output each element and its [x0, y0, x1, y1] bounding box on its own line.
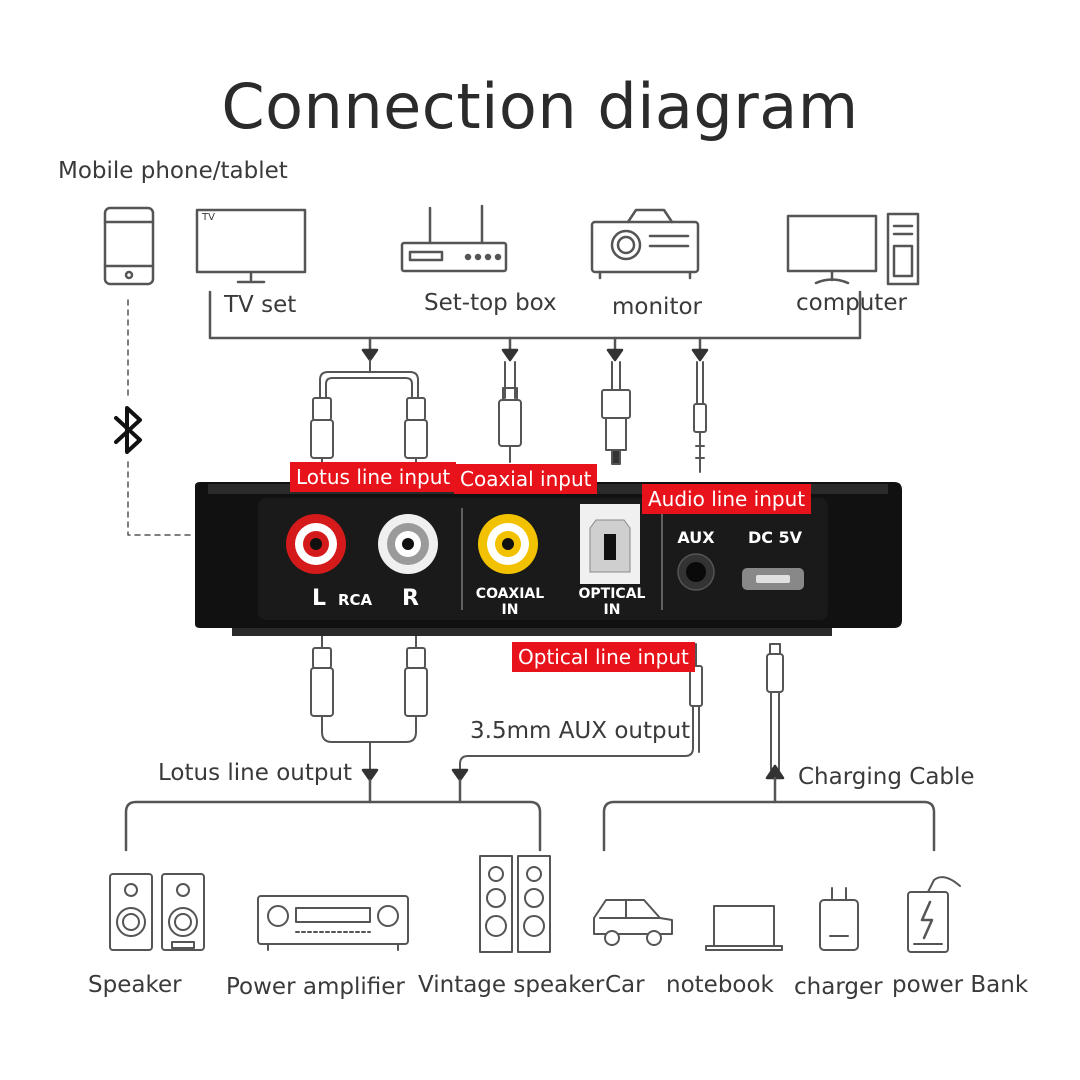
computer-icon — [786, 212, 920, 286]
rca-input-cable — [310, 359, 428, 469]
aux-input-cable — [693, 361, 707, 473]
charging-cable-label: Charging Cable — [798, 764, 975, 790]
rca-right-port — [378, 514, 438, 574]
usb-charging-cable — [766, 643, 784, 771]
notebook-icon — [705, 905, 783, 951]
power-amplifier-icon — [257, 895, 409, 951]
rca-l-label: L — [312, 586, 327, 611]
tv-label: TV set — [224, 292, 297, 318]
lotus-output-label: Lotus line output — [158, 760, 353, 786]
tv-screen-text: TV — [202, 212, 215, 223]
car-label: Car — [605, 972, 645, 998]
arrow-to-aux — [691, 336, 709, 362]
bluetooth-icon — [114, 406, 142, 454]
computer-label: computer — [796, 290, 907, 316]
set-top-box-icon — [400, 204, 508, 273]
power-bank-label: power Bank — [892, 972, 1029, 998]
car-icon — [593, 899, 673, 946]
dc-port — [742, 568, 804, 590]
coaxial-port — [478, 514, 538, 574]
arrow-to-coaxial — [501, 336, 519, 362]
settop-label: Set-top box — [424, 290, 557, 316]
charger-label: charger — [794, 974, 883, 1000]
arrow-to-optical — [606, 336, 624, 362]
aux-port — [677, 553, 715, 591]
audio-input-tag: Audio line input — [642, 484, 812, 514]
page-title: Connection diagram — [221, 70, 859, 143]
tv-icon — [195, 208, 307, 284]
speaker-label: Speaker — [88, 972, 182, 998]
aux-output-label: 3.5mm AUX output — [470, 718, 691, 744]
vintage-speaker-icon — [479, 855, 551, 953]
optical-panel-label: OPTICAL — [578, 586, 646, 602]
mobile-label: Mobile phone/tablet — [58, 158, 288, 184]
coaxial-panel-label: COAXIAL — [475, 586, 545, 602]
power-bank-icon — [907, 876, 961, 953]
coaxial-input-cable — [498, 361, 522, 463]
optical-port — [580, 504, 640, 584]
coaxial-input-tag: Coaxial input — [454, 464, 598, 494]
dc-panel-label: DC 5V — [747, 528, 803, 547]
rca-r-label: R — [402, 586, 419, 611]
coaxial-panel-label-2: IN — [501, 602, 519, 618]
optical-input-tag: Optical line input — [512, 642, 695, 672]
optical-input-cable — [601, 361, 631, 465]
arrow-tv-to-lotus — [361, 336, 379, 362]
rca-mid-label: RCA — [338, 591, 373, 609]
rca-output-cable — [310, 635, 428, 771]
rca-left-port — [286, 514, 346, 574]
aux-panel-label: AUX — [677, 528, 715, 547]
aux-output-cable — [459, 643, 703, 771]
projector-icon — [590, 208, 700, 280]
bluetooth-dashed-link — [127, 299, 193, 536]
vintage-speaker-label: Vintage speaker — [418, 972, 605, 998]
notebook-label: notebook — [666, 972, 774, 998]
lotus-input-tag: Lotus line input — [290, 462, 457, 492]
amplifier-label: Power amplifier — [226, 974, 405, 1000]
monitor-label: monitor — [612, 294, 702, 320]
mobile-phone-icon — [103, 206, 155, 286]
charger-icon — [819, 887, 859, 951]
optical-panel-label-2: IN — [603, 602, 621, 618]
speaker-icon — [109, 873, 205, 951]
